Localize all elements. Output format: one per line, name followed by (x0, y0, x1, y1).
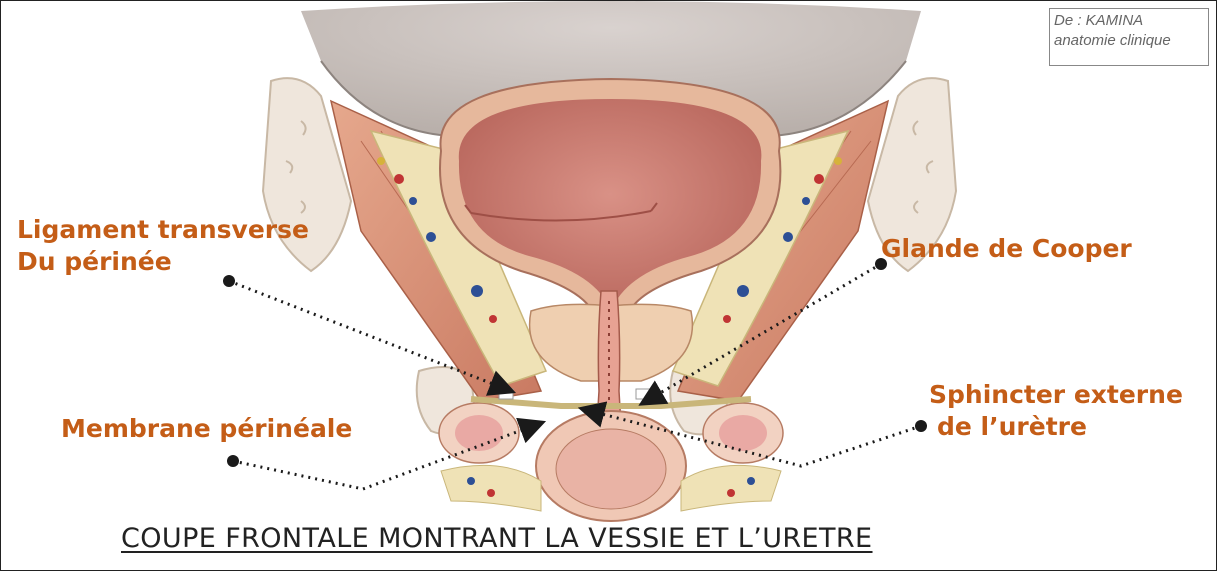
label-glande-de-cooper: Glande de Cooper (881, 233, 1132, 265)
label-sphincter-externe: Sphincter externe de l’urètre (929, 379, 1183, 443)
label-ligament-transverse: Ligament transverse Du périnée (17, 214, 309, 278)
credit-line1: De : KAMINA (1054, 11, 1204, 31)
label-ligament-line1: Ligament transverse (17, 214, 309, 246)
perineal-structures (439, 403, 783, 521)
label-sphincter-line2: de l’urètre (929, 411, 1183, 443)
figure-title: COUPE FRONTALE MONTRANT LA VESSIE ET L’U… (121, 523, 873, 554)
credit-line2: anatomie clinique (1054, 31, 1204, 51)
label-ligament-line2: Du périnée (17, 246, 309, 278)
label-sphincter-line1: Sphincter externe (929, 379, 1183, 411)
source-credit-box: De : KAMINA anatomie clinique (1049, 8, 1209, 66)
label-membrane-perineale: Membrane périnéale (61, 413, 352, 445)
